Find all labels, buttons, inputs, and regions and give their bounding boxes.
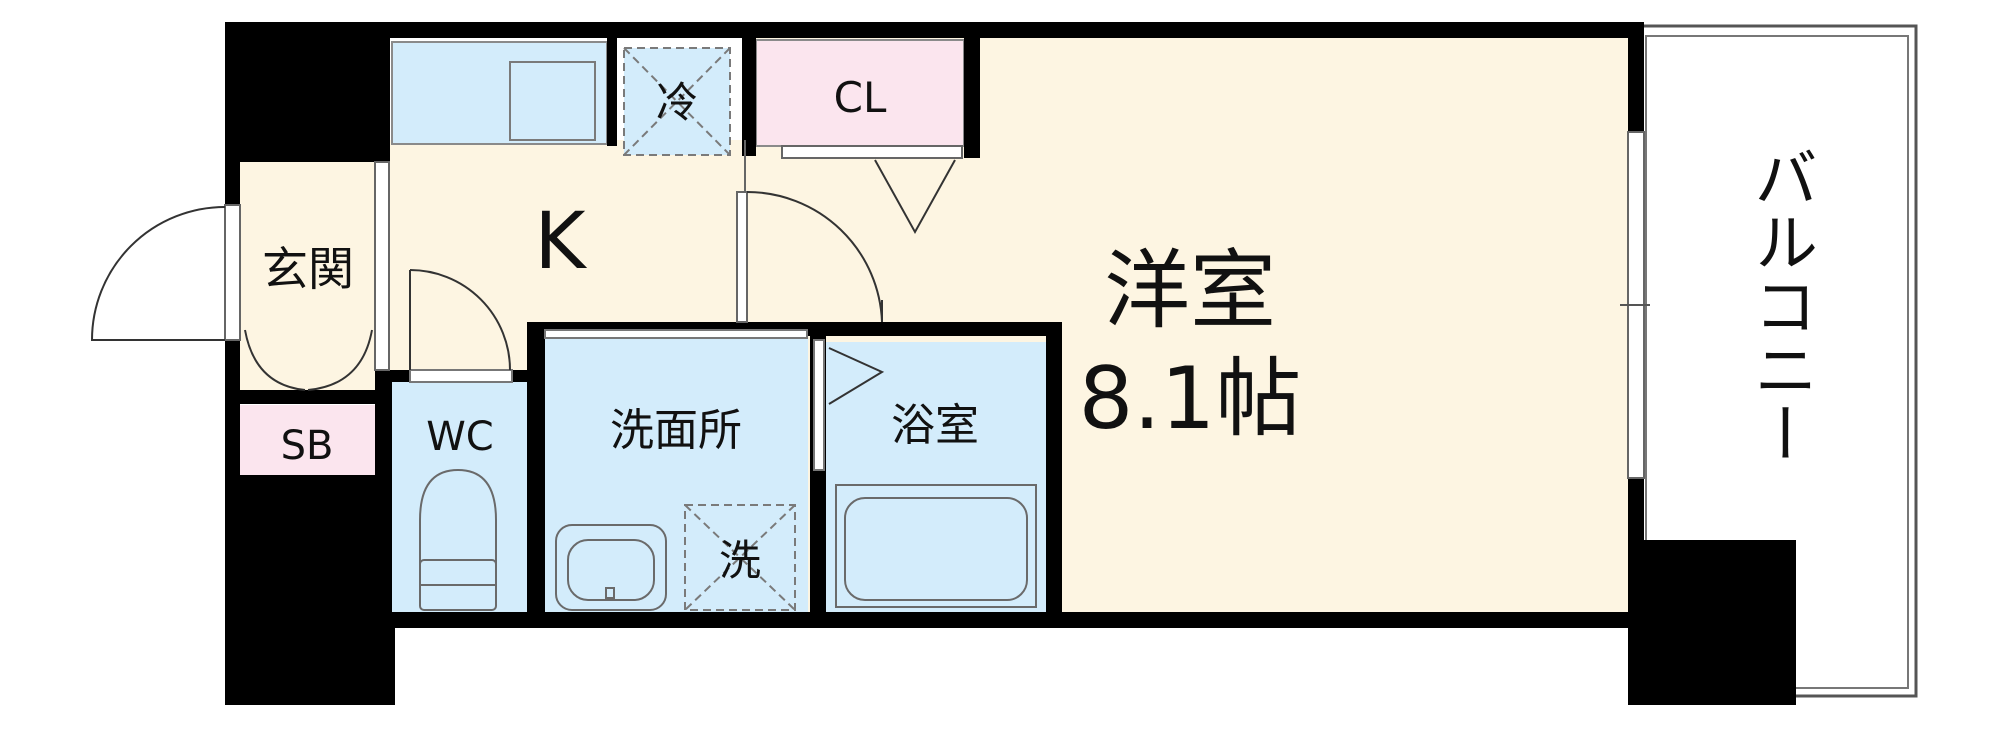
wall-toilet-top xyxy=(380,370,410,382)
wall-left-lower xyxy=(225,475,390,705)
wall-right-upper xyxy=(1628,22,1644,132)
balcony-window-lower xyxy=(1627,304,1645,479)
wall-toilet-left xyxy=(375,370,392,620)
entrance-door-post-top xyxy=(224,204,241,341)
entrance-floor xyxy=(240,160,375,390)
entrance-label: 玄関 xyxy=(262,242,354,296)
entrance-kitchen-post xyxy=(374,161,390,371)
bathroom-label: 浴室 xyxy=(891,400,979,451)
wall-bottom xyxy=(380,612,1644,628)
washroom-label: 洗面所 xyxy=(610,405,742,456)
bath-door-post xyxy=(813,339,825,471)
wall-toilet-wash-divider xyxy=(527,322,545,620)
sink-basin-kitchen xyxy=(509,61,596,141)
western-room-size: 8.1帖 xyxy=(1079,349,1302,449)
wall-closet-right xyxy=(964,38,980,158)
kitchen-partition-post xyxy=(736,191,748,323)
wall-left-middle-b xyxy=(225,340,240,480)
shoe-closet-door-b xyxy=(307,329,373,391)
closet-door-triangle xyxy=(874,159,956,235)
bath-door-triangle xyxy=(828,347,885,405)
western-room-name: 洋室 xyxy=(1104,241,1276,341)
toilet-door-swing xyxy=(409,269,511,371)
washing-machine-space xyxy=(684,504,796,611)
wall-top xyxy=(380,22,1642,38)
kitchen-label: K xyxy=(534,197,587,287)
wall-left-middle xyxy=(225,160,240,205)
closet-label: CL xyxy=(834,73,887,122)
shoe-box-label: SB xyxy=(281,423,334,469)
entrance-door-swing xyxy=(90,206,226,341)
bathtub-fixture xyxy=(835,484,1037,608)
refrigerator-label: 冷 xyxy=(656,78,698,127)
washing-machine-label: 洗 xyxy=(719,536,761,585)
wall-left-upper xyxy=(225,22,390,162)
wall-fridge-left xyxy=(607,38,617,146)
toilet-label: WC xyxy=(426,414,493,460)
wall-bottom-left-block xyxy=(380,612,395,705)
wall-bath-right xyxy=(1046,322,1062,620)
washroom-door-track xyxy=(544,329,808,339)
wash-basin-fixture xyxy=(555,524,667,611)
wall-closet-left xyxy=(742,38,756,156)
balcony-window-upper xyxy=(1627,131,1645,308)
wall-bottom-right-block xyxy=(1628,540,1796,705)
shoe-closet-door-a xyxy=(244,329,306,391)
toilet-fixture xyxy=(419,468,497,611)
toilet-door-track xyxy=(409,369,513,383)
refrigerator-space xyxy=(623,47,731,156)
wall-kitchen-left xyxy=(375,38,390,162)
wall-entrance-sb-divider xyxy=(240,390,390,404)
balcony-label: バルコニー xyxy=(1743,145,1817,465)
kitchen-door-swing xyxy=(746,191,883,323)
closet-door-track xyxy=(781,145,963,159)
shoe-box-area xyxy=(240,405,375,475)
